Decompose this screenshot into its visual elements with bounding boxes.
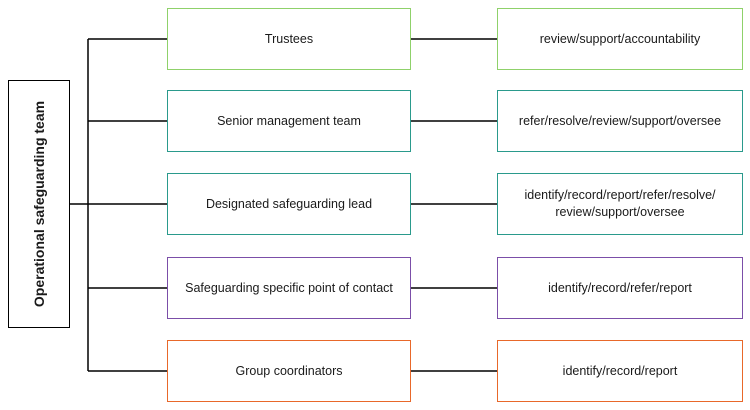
role-box-senior-management: Senior management team	[167, 90, 411, 152]
role-label: Senior management team	[217, 113, 361, 128]
operational-team-label: Operational safeguarding team	[31, 100, 47, 308]
responsibility-label: identify/record/report/refer/resolve/ re…	[524, 188, 716, 219]
operational-team-box: Operational safeguarding team	[8, 80, 70, 328]
role-label: Safeguarding specific point of contact	[185, 280, 393, 295]
role-box-designated-lead: Designated safeguarding lead	[167, 173, 411, 235]
responsibility-label: identify/record/refer/report	[548, 280, 692, 295]
responsibility-box-point-of-contact: identify/record/refer/report	[497, 257, 743, 319]
role-box-group-coordinators: Group coordinators	[167, 340, 411, 402]
responsibility-label: review/support/accountability	[539, 31, 701, 46]
responsibility-box-designated-lead: identify/record/report/refer/resolve/ re…	[497, 173, 743, 235]
responsibility-box-trustees: review/support/accountability	[497, 8, 743, 70]
responsibility-label: identify/record/report	[562, 363, 678, 378]
responsibility-label: refer/resolve/review/support/oversee	[518, 113, 722, 128]
role-label: Designated safeguarding lead	[205, 196, 373, 211]
role-label: Group coordinators	[235, 363, 343, 378]
responsibility-box-senior-management: refer/resolve/review/support/oversee	[497, 90, 743, 152]
role-label: Trustees	[264, 31, 314, 46]
role-box-point-of-contact: Safeguarding specific point of contact	[167, 257, 411, 319]
role-box-trustees: Trustees	[167, 8, 411, 70]
responsibility-box-group-coordinators: identify/record/report	[497, 340, 743, 402]
